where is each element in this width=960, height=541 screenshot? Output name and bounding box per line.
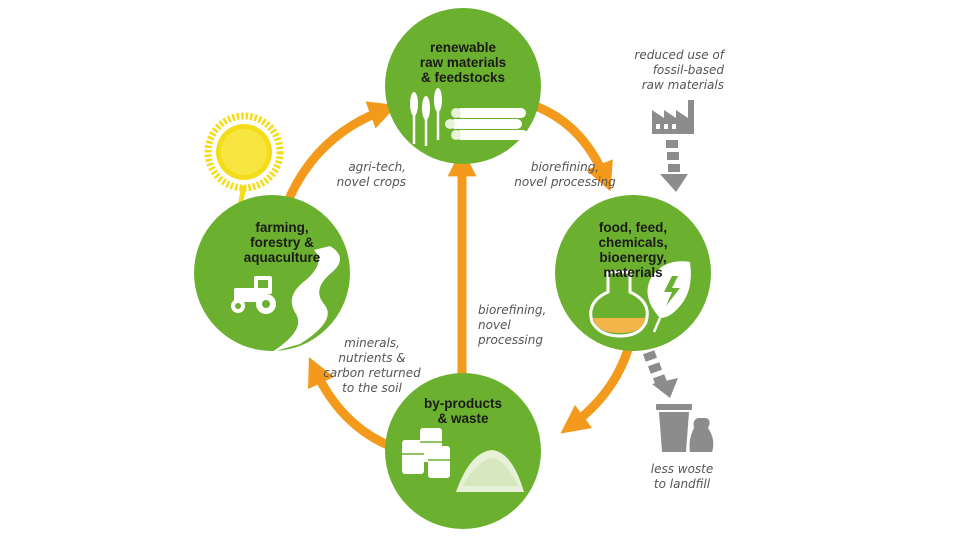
pellets-pile-icon: [456, 450, 524, 492]
wheat-icon: [410, 88, 442, 146]
edge-label-biorefining-center: biorefining, novel processing: [478, 303, 547, 347]
edge-label-agri-tech: agri-tech, novel crops: [336, 160, 406, 189]
barrels-icon: [402, 428, 450, 478]
edge-label-biorefining-top: biorefining, novel processing: [514, 160, 616, 189]
factory-icon: [652, 100, 694, 134]
logs-icon: [445, 108, 528, 140]
node-title-products: food, feed, chemicals, bioenergy, materi…: [598, 220, 668, 280]
arrow-farming-to-raw: [281, 101, 398, 208]
waste-bag-icon: [689, 418, 714, 452]
node-title-byproducts: by-products & waste: [423, 396, 502, 426]
node-title-farming: farming, forestry & aquaculture: [243, 220, 321, 265]
landfill-arrow: [642, 350, 678, 398]
node-raw-materials: [385, 8, 541, 164]
edge-label-minerals: minerals, nutrients & carbon returned to…: [323, 336, 421, 395]
flask-icon: [589, 270, 649, 338]
note-landfill: less woste to landfill: [650, 462, 714, 491]
arrow-raw-to-products: [528, 99, 613, 192]
fossil-arrow: [660, 140, 688, 192]
note-fossil: reduced use of fossil-based raw material…: [634, 48, 724, 92]
bin-icon: [656, 404, 692, 452]
sun-icon: [204, 112, 284, 192]
tractor-icon: [231, 276, 276, 314]
energy-leaf-icon: [647, 261, 691, 333]
node-title-raw-materials: renewable raw materials & feedstocks: [419, 40, 507, 85]
river-icon: [272, 246, 340, 352]
arrow-byproducts-to-farming: [308, 356, 397, 453]
